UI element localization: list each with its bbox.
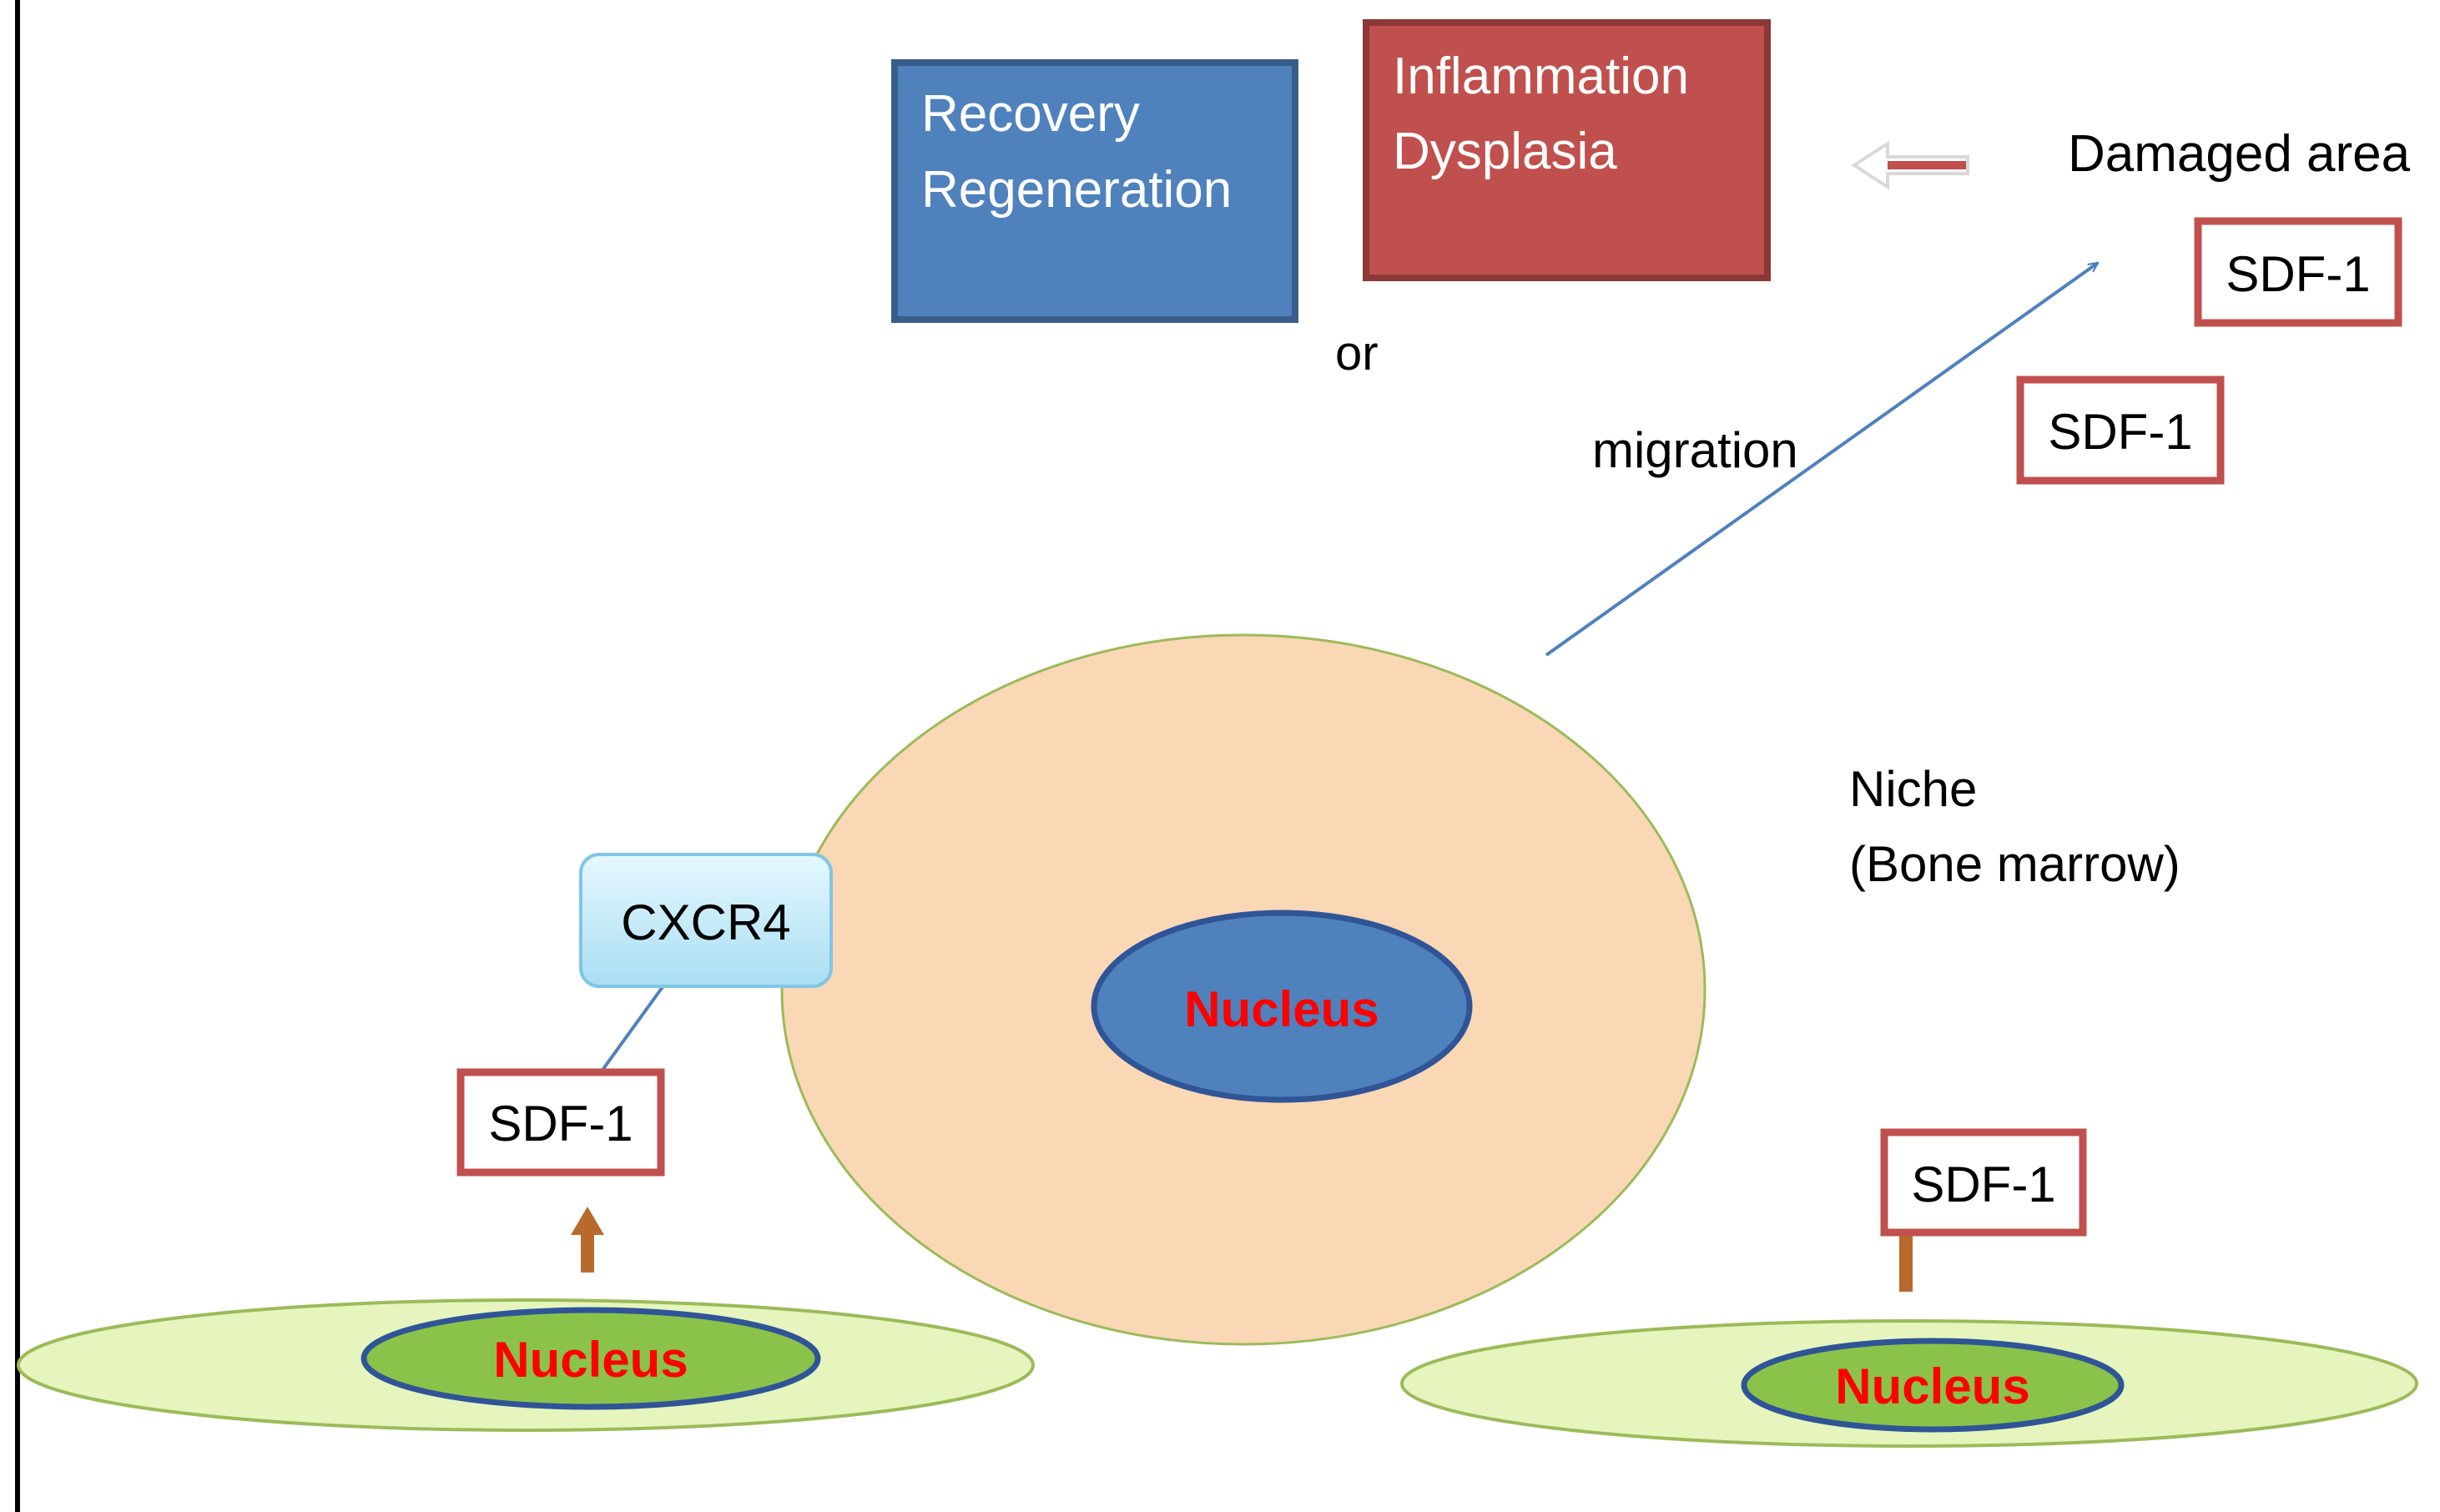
sdf1-label: SDF-1 [2226, 246, 2370, 302]
sdf1-box-right: SDF-1 [1880, 1128, 2087, 1237]
sdf1-label: SDF-1 [488, 1096, 633, 1152]
migration-label: migration [1592, 422, 1798, 478]
up-arrow-icon [571, 1207, 604, 1273]
dysplasia-label: Dysplasia [1393, 123, 1617, 180]
bone-marrow-label: (Bone marrow) [1849, 836, 2180, 892]
nucleus [360, 1307, 821, 1410]
regeneration-label: Regeneration [921, 161, 1232, 219]
cxcr4-label: CXCR4 [621, 895, 790, 950]
or-label: or [1335, 326, 1379, 381]
nucleus [1091, 910, 1473, 1103]
sdf1-label: SDF-1 [2048, 404, 2192, 460]
nucleus-label: Nucleus [1835, 1358, 2029, 1414]
right-stromal-cell: Nucleus [1400, 1319, 2418, 1448]
left-arrow-icon [1851, 140, 1969, 190]
sdf1-box-left: SDF-1 [456, 1068, 665, 1177]
sdf1-box-damaged-top: SDF-1 [2194, 217, 2402, 327]
inflammation-label: Inflammation [1393, 48, 1689, 105]
recovery-label: Recovery [921, 85, 1140, 143]
sdf1-box-damaged-bottom: SDF-1 [2016, 375, 2225, 485]
nucleus [1741, 1338, 2125, 1433]
left-stromal-cell: Nucleus [17, 1298, 1035, 1432]
nucleus-label: Nucleus [1184, 981, 1379, 1037]
cxcr4-receptor: CXCR4 [579, 853, 833, 988]
migration-arrow [1545, 261, 2098, 657]
secretion-stem [1899, 1230, 1913, 1292]
recovery-box: Recovery Regeneration [891, 59, 1298, 323]
stem-cell: Nucleus [780, 633, 1706, 1346]
receptor-connector [599, 983, 666, 1074]
niche-label: Niche [1849, 761, 1977, 817]
damaged-area-label: Damaged area [2068, 125, 2411, 183]
inflammation-box: Inflammation Dysplasia [1363, 19, 1771, 281]
sdf1-label: SDF-1 [1911, 1157, 2055, 1212]
nucleus-label: Nucleus [493, 1332, 688, 1388]
